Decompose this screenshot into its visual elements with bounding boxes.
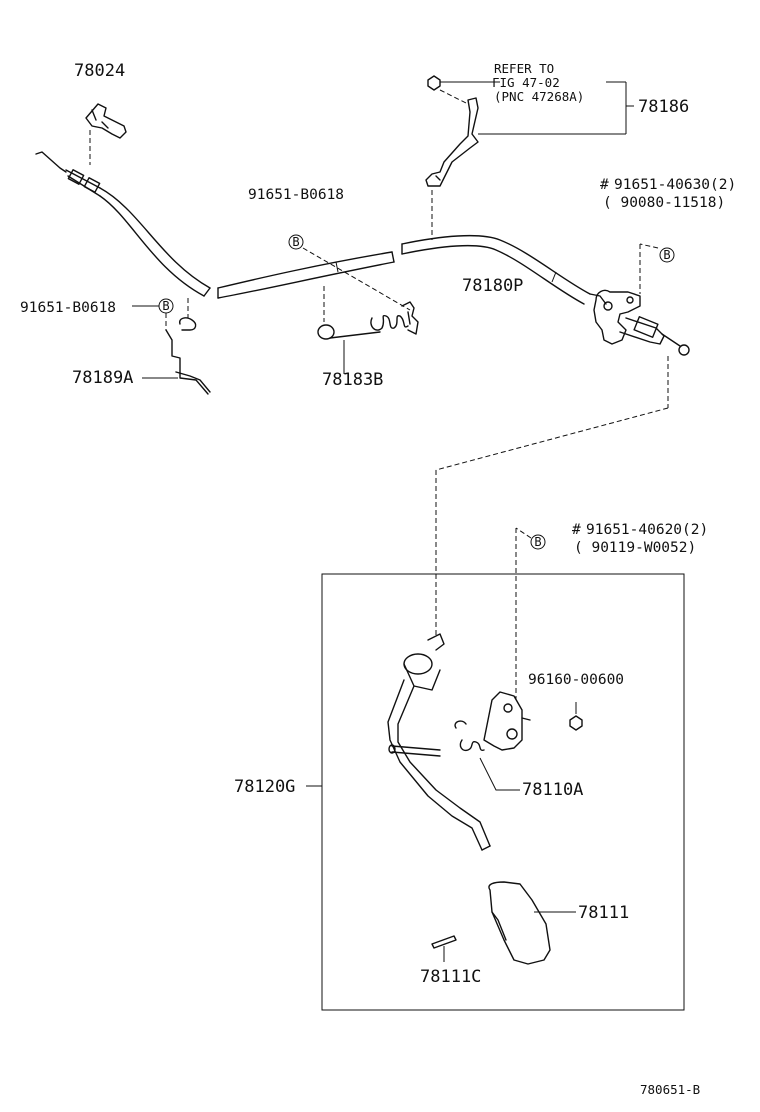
label-78120g: 78120G <box>234 777 295 797</box>
pedal-assembly-frame <box>306 573 685 1011</box>
clip-78189A-drawing <box>142 317 211 395</box>
label-91651-b0618-left: 91651-B0618 <box>20 300 116 316</box>
throttle-cable-78180P <box>35 151 591 305</box>
bolt-code: B <box>663 248 670 262</box>
label-90119-w0052: ( 90119-W0052) <box>574 540 696 556</box>
label-78189a: 78189A <box>72 368 133 388</box>
label-78180p: 78180P <box>462 276 523 296</box>
bolt-marker-1: B <box>288 234 411 322</box>
label-91651-b0618-upper: 91651-B0618 <box>248 187 344 203</box>
cable-end-bracket-drawing <box>435 289 690 636</box>
label-78111: 78111 <box>578 903 629 923</box>
bolt-marker-4: B <box>515 527 546 700</box>
label-78024: 78024 <box>74 61 125 81</box>
bracket-78186-drawing <box>425 75 500 240</box>
pedal-bracket-78110A-drawing <box>454 691 583 791</box>
bolt-code: B <box>534 535 541 549</box>
label-91651-40630: 91651-40630(2) <box>614 177 736 193</box>
pedal-pad-78111-drawing <box>488 881 576 965</box>
bolt-code: B <box>162 299 169 313</box>
bolt-code: B <box>292 235 299 249</box>
spring-78183B-drawing <box>317 301 419 374</box>
pin-78111C-drawing <box>431 935 457 962</box>
label-96160-00600: 96160-00600 <box>528 672 624 688</box>
clip-78024-drawing <box>85 103 127 165</box>
callout-bracket-78186 <box>478 81 634 135</box>
label-91651-40620: 91651-40620(2) <box>586 522 708 538</box>
hash-mark: # <box>572 522 581 538</box>
bolt-marker-3: B <box>132 298 189 330</box>
label-pnc-47268a: (PNC 47268A) <box>494 89 584 104</box>
label-78110a: 78110A <box>522 780 583 800</box>
label-fig-47-02: FIG 47-02 <box>492 75 560 90</box>
label-78186: 78186 <box>638 97 689 117</box>
label-90080-11518: ( 90080-11518) <box>603 195 725 211</box>
hash-mark: # <box>600 177 609 193</box>
part-labels: 78024 REFER TO FIG 47-02 (PNC 47268A) 78… <box>20 61 736 1097</box>
label-78111c: 78111C <box>420 967 481 987</box>
bolt-marker-2: B <box>639 243 675 294</box>
diagram-reference-code: 780651-B <box>640 1082 700 1097</box>
label-refer-to: REFER TO <box>494 61 554 76</box>
label-78183b: 78183B <box>322 370 383 390</box>
pedal-arm-drawing <box>387 633 491 851</box>
